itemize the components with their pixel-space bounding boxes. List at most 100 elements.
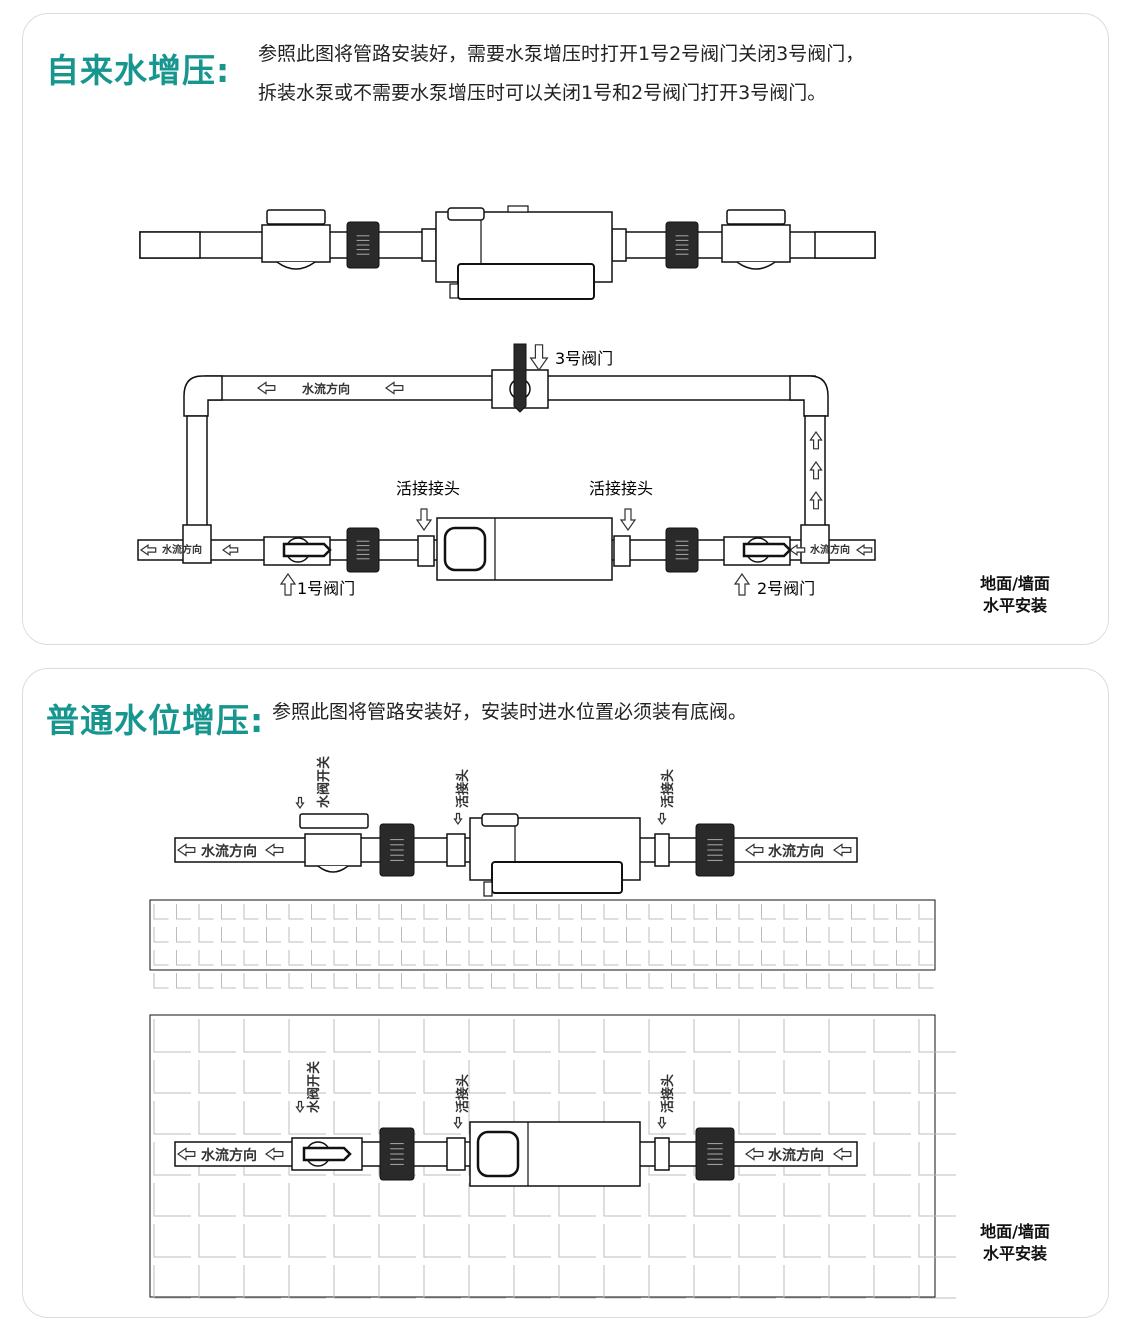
diagram-pump-side-view <box>139 205 876 300</box>
tile <box>153 1183 191 1217</box>
tile <box>311 950 326 966</box>
tile <box>288 1183 326 1217</box>
flow-arrow-icon <box>832 843 852 857</box>
tile <box>401 927 416 943</box>
tile <box>603 927 619 943</box>
tile <box>221 950 236 966</box>
tile <box>581 927 596 943</box>
tile <box>513 973 529 989</box>
tile <box>648 950 664 966</box>
tile <box>738 950 754 966</box>
flow-arrow-icon <box>744 843 764 857</box>
flow-arrow-icon <box>788 543 806 557</box>
tile <box>896 904 911 920</box>
tile <box>423 1019 461 1053</box>
tile <box>243 1101 281 1135</box>
tile <box>603 1183 641 1217</box>
tile <box>693 973 709 989</box>
tile <box>423 1101 461 1135</box>
tile <box>198 1183 236 1217</box>
tile <box>153 1265 191 1299</box>
arrow-up-icon <box>809 490 823 510</box>
tile <box>828 1019 866 1053</box>
valve-handle <box>266 209 326 225</box>
flow-arrow-icon <box>139 543 157 557</box>
tile <box>648 1183 686 1217</box>
tile <box>153 1142 191 1176</box>
flow-arrow-icon <box>264 1147 284 1161</box>
tile <box>333 1019 371 1053</box>
pump-plug <box>483 881 493 897</box>
tile <box>176 973 191 989</box>
valve-lever <box>282 542 332 558</box>
tile <box>243 904 259 920</box>
tile <box>896 973 911 989</box>
tile <box>873 904 889 920</box>
tile <box>333 1224 371 1258</box>
tile <box>266 950 281 966</box>
tile <box>401 973 416 989</box>
section2-desc: 参照此图将管路安装好，安装时进水位置必须装有底阀。 <box>272 701 748 723</box>
tile <box>558 927 574 943</box>
tile <box>896 950 911 966</box>
tile <box>581 904 596 920</box>
tile <box>581 973 596 989</box>
tile <box>378 973 394 989</box>
tile <box>311 927 326 943</box>
tile <box>288 927 304 943</box>
pump-display <box>476 1130 520 1178</box>
tile <box>153 950 169 966</box>
tile <box>693 1060 731 1094</box>
pipe-left-vertical <box>186 415 208 527</box>
tile <box>873 1224 911 1258</box>
note-line2: 水平安装 <box>982 596 1047 615</box>
tile <box>828 1265 866 1299</box>
tile <box>648 1060 686 1094</box>
pipe-fitting <box>417 535 435 567</box>
tile <box>761 950 776 966</box>
tile <box>288 1101 326 1135</box>
tile <box>783 1019 821 1053</box>
tile <box>873 1101 911 1135</box>
tile-area <box>149 899 936 971</box>
tile <box>648 1101 686 1135</box>
tile <box>311 973 326 989</box>
tile <box>558 973 574 989</box>
tile <box>513 1224 551 1258</box>
tile <box>288 1060 326 1094</box>
tile <box>513 927 529 943</box>
tile <box>851 904 866 920</box>
tile <box>648 927 664 943</box>
tile <box>198 1265 236 1299</box>
tile <box>761 927 776 943</box>
tile <box>468 973 484 989</box>
tile <box>536 927 551 943</box>
tile <box>491 973 506 989</box>
tile <box>176 950 191 966</box>
tile <box>221 973 236 989</box>
union-label-left: 活接接头 <box>396 479 460 498</box>
valve-handle <box>299 813 369 829</box>
tile <box>288 950 304 966</box>
tile <box>738 1183 776 1217</box>
valve3-lever <box>513 343 527 413</box>
tile <box>423 927 439 943</box>
tile <box>648 973 664 989</box>
tile <box>266 927 281 943</box>
tile <box>918 904 934 920</box>
valve-lever <box>742 542 792 558</box>
tile <box>536 904 551 920</box>
tile <box>783 973 799 989</box>
tile <box>828 973 844 989</box>
flow-direction-label: 水流方向 <box>201 1147 257 1164</box>
tile <box>783 950 799 966</box>
tile <box>513 1265 551 1299</box>
tile <box>918 1060 956 1094</box>
tile <box>873 927 889 943</box>
section1-desc-line1: 参照此图将管路安装好，需要水泵增压时打开1号2号阀门关闭3号阀门， <box>258 43 865 65</box>
tile <box>558 1019 596 1053</box>
tile <box>896 927 911 943</box>
tile <box>378 1019 416 1053</box>
tile <box>153 1060 191 1094</box>
pipe-fitting <box>654 833 670 867</box>
